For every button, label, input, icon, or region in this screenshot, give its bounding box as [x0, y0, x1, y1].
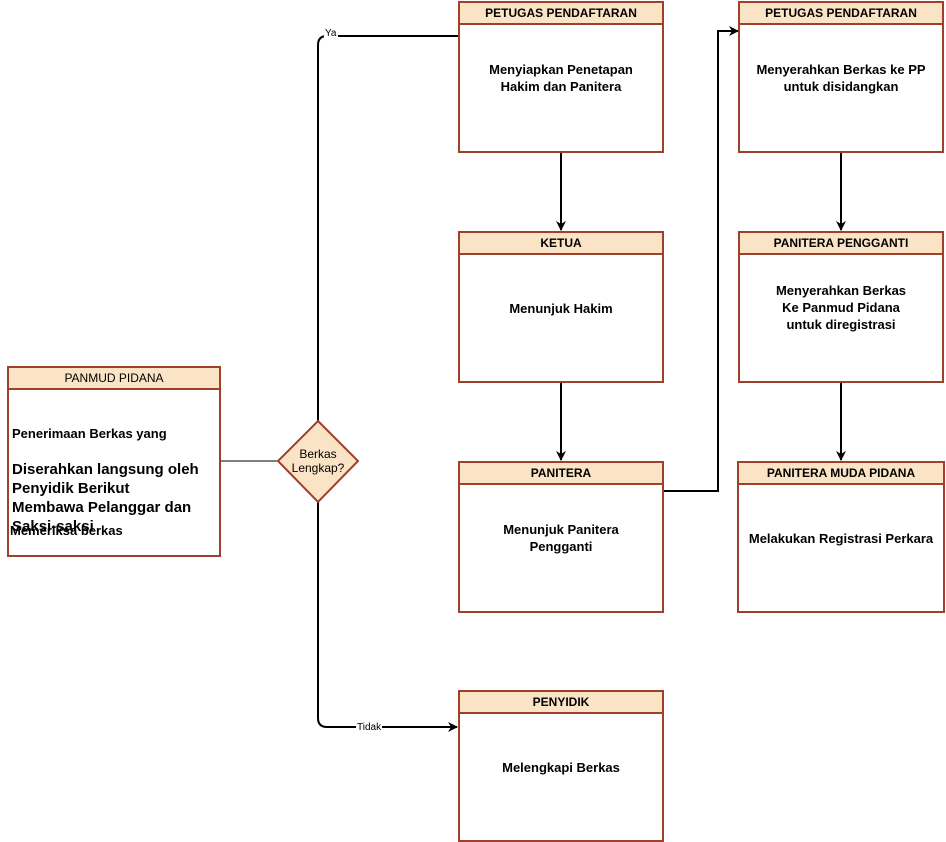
node-ketua: KETUA Menunjuk Hakim [458, 231, 664, 383]
decision-diamond [276, 419, 360, 504]
node-header: PANITERA [460, 463, 662, 485]
node-header: PETUGAS PENDAFTARAN [460, 3, 662, 25]
node-header: PANITERA MUDA PIDANA [739, 463, 943, 485]
edge-yes [317, 31, 477, 421]
edge-label-yes: Ya [324, 28, 338, 39]
node-panitera-muda-pidana: PANITERA MUDA PIDANA Melakukan Registras… [737, 461, 945, 613]
node-text: Penerimaan Berkas yang Diserahkan langsu… [12, 408, 217, 554]
node-text: Menyiapkan Penetapan Hakim dan Panitera [489, 62, 633, 94]
node-text: Menunjuk Hakim [509, 301, 613, 316]
node-text: Menyerahkan Berkas Ke Panmud Pidana untu… [775, 283, 907, 332]
node-text: Menyerahkan Berkas ke PP untuk disidangk… [756, 62, 926, 94]
node-header: PANITERA PENGGANTI [740, 233, 942, 255]
node-text: Melakukan Registrasi Perkara [748, 531, 934, 546]
node-header: PETUGAS PENDAFTARAN [740, 3, 942, 25]
node-panitera-pengganti: PANITERA PENGGANTI Menyerahkan Berkas Ke… [738, 231, 944, 383]
node-header: PANMUD PIDANA [9, 368, 219, 390]
node-text: Melengkapi Berkas [502, 760, 620, 775]
edge-no [317, 502, 458, 732]
node-text-check: Memeriksa berkas [10, 523, 123, 538]
node-petugas-pendaftaran-1: PETUGAS PENDAFTARAN Menyiapkan Penetapan… [458, 1, 664, 153]
node-text-first-line: Penerimaan Berkas yang [12, 426, 167, 441]
node-text-rest: Diserahkan langsung oleh Penyidik Beriku… [12, 461, 199, 535]
node-text: Menunjuk Panitera Pengganti [503, 522, 619, 554]
node-petugas-pendaftaran-2: PETUGAS PENDAFTARAN Menyerahkan Berkas k… [738, 1, 944, 153]
edge-panitera-to-petugas2 [664, 26, 739, 492]
node-header: PENYIDIK [460, 692, 662, 714]
decision-label: Berkas Lengkap? [291, 447, 345, 475]
node-panitera: PANITERA Menunjuk Panitera Pengganti [458, 461, 664, 613]
edge-label-no: Tidak [356, 722, 383, 733]
node-penyidik: PENYIDIK Melengkapi Berkas [458, 690, 664, 842]
node-panmud-pidana: PANMUD PIDANA Penerimaan Berkas yang Dis… [7, 366, 221, 557]
node-header: KETUA [460, 233, 662, 255]
